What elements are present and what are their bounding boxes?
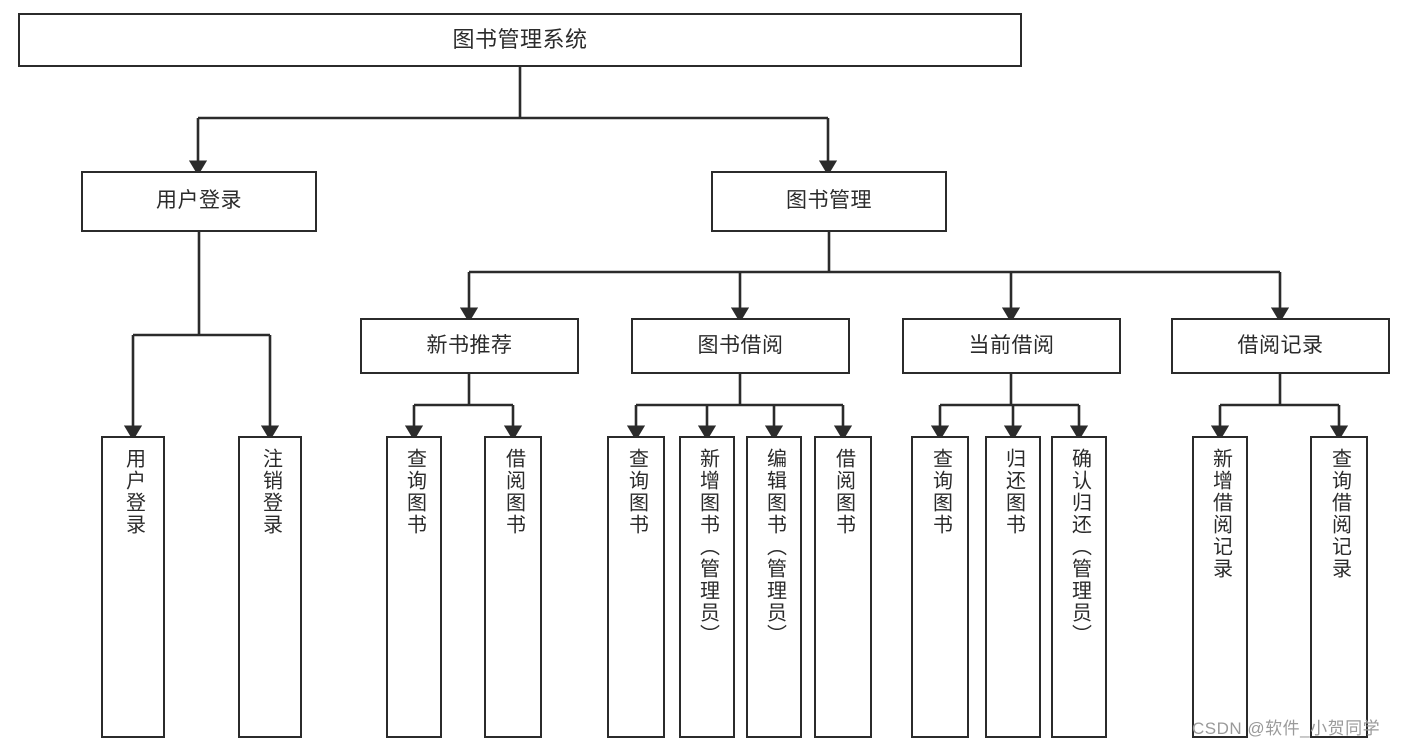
node-level3-label: 图书借阅 <box>697 333 784 357</box>
node-leaf-label: 用户登录 <box>122 448 145 536</box>
node-leaf-leaf-add-borrow-record[interactable]: 新增借阅记录 <box>1192 436 1248 738</box>
node-level3-new-book-recommend[interactable]: 新书推荐 <box>360 318 579 374</box>
node-leaf-leaf-logout-login[interactable]: 注销登录 <box>238 436 302 738</box>
node-leaf-leaf-query-borrow-record[interactable]: 查询借阅记录 <box>1310 436 1368 738</box>
node-leaf-label: 确认归还（管理员） <box>1068 448 1091 646</box>
node-leaf-leaf-borrow-book-2[interactable]: 借阅图书 <box>814 436 872 738</box>
node-level3-book-borrow[interactable]: 图书借阅 <box>631 318 850 374</box>
node-leaf-leaf-query-book-3[interactable]: 查询图书 <box>911 436 969 738</box>
node-leaf-label: 注销登录 <box>259 448 282 536</box>
node-level3-label: 借阅记录 <box>1237 333 1324 357</box>
csdn-watermark: CSDN @软件_小贺同学 <box>1192 719 1381 738</box>
node-level3-label: 新书推荐 <box>426 333 513 357</box>
node-leaf-label: 查询借阅记录 <box>1328 448 1351 580</box>
node-root-label: 图书管理系统 <box>452 27 588 53</box>
node-root-root[interactable]: 图书管理系统 <box>18 13 1022 67</box>
node-level2-label: 用户登录 <box>156 189 242 213</box>
node-leaf-label: 查询图书 <box>929 448 952 536</box>
node-level2-user-login[interactable]: 用户登录 <box>81 171 317 232</box>
node-level3-current-borrow[interactable]: 当前借阅 <box>902 318 1121 374</box>
node-leaf-label: 借阅图书 <box>832 448 855 536</box>
node-leaf-label: 新增借阅记录 <box>1209 448 1232 580</box>
node-level2-label: 图书管理 <box>786 189 872 213</box>
node-leaf-label: 新增图书（管理员） <box>696 448 719 646</box>
node-leaf-leaf-add-book[interactable]: 新增图书（管理员） <box>679 436 735 738</box>
node-leaf-label: 借阅图书 <box>502 448 525 536</box>
node-leaf-label: 编辑图书（管理员） <box>763 448 786 646</box>
node-leaf-leaf-user-login[interactable]: 用户登录 <box>101 436 165 738</box>
node-leaf-leaf-edit-book[interactable]: 编辑图书（管理员） <box>746 436 802 738</box>
node-leaf-leaf-borrow-book-1[interactable]: 借阅图书 <box>484 436 542 738</box>
node-leaf-leaf-confirm-return[interactable]: 确认归还（管理员） <box>1051 436 1107 738</box>
node-leaf-leaf-query-book-1[interactable]: 查询图书 <box>386 436 442 738</box>
node-level3-label: 当前借阅 <box>968 333 1055 357</box>
node-leaf-leaf-query-book-2[interactable]: 查询图书 <box>607 436 665 738</box>
node-leaf-label: 查询图书 <box>625 448 648 536</box>
node-leaf-label: 归还图书 <box>1002 448 1025 536</box>
node-leaf-leaf-return-book[interactable]: 归还图书 <box>985 436 1041 738</box>
node-level2-book-manage[interactable]: 图书管理 <box>711 171 947 232</box>
node-level3-borrow-record[interactable]: 借阅记录 <box>1171 318 1390 374</box>
node-leaf-label: 查询图书 <box>403 448 426 536</box>
